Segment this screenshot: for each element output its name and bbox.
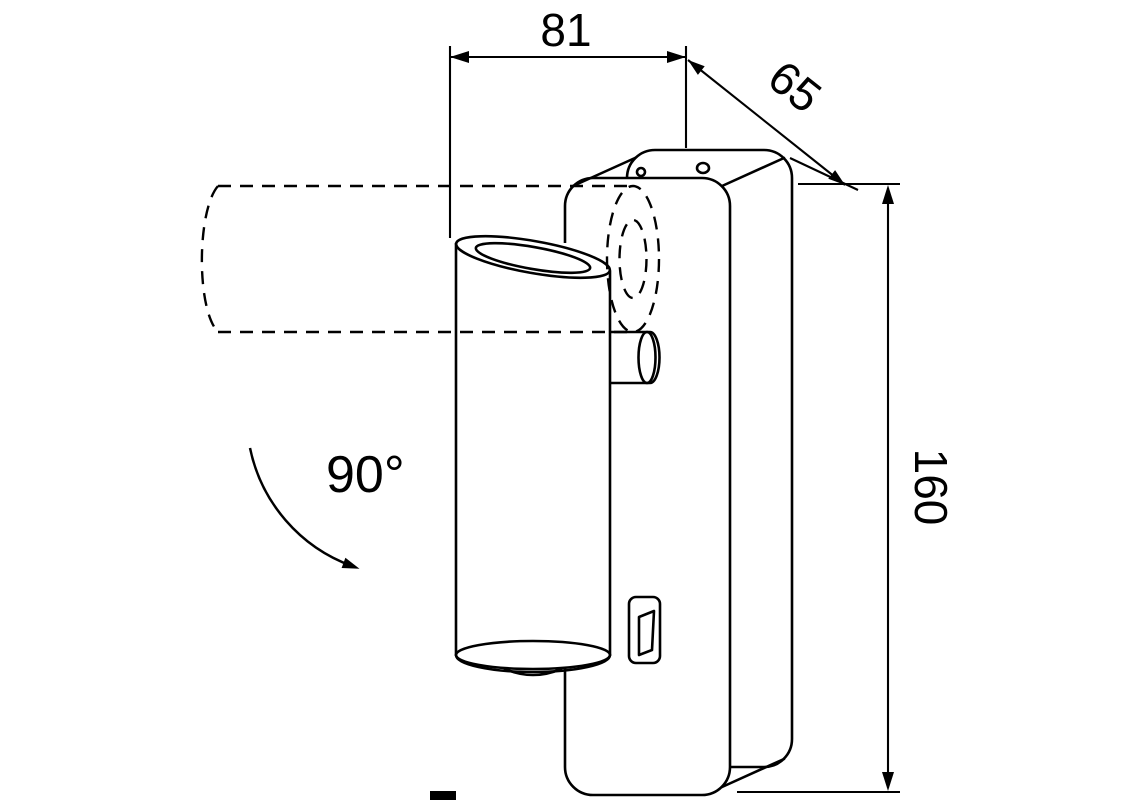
lamp-head-bottom-lens-arc <box>503 667 563 677</box>
body-edge-bottom-right <box>720 757 786 789</box>
width-arrow-left-icon <box>450 51 469 63</box>
height-arrow-top-icon <box>882 185 894 204</box>
dimension-height: 160 <box>737 182 957 794</box>
lamp-head-cylinder <box>454 234 612 677</box>
pivot-knob-face <box>637 330 657 385</box>
phantom-inner-rim <box>618 218 648 300</box>
pivot-knob-body <box>598 330 661 385</box>
height-arrow-bottom-icon <box>882 772 894 791</box>
rotation-arc <box>248 447 353 568</box>
pivot-knob <box>598 330 661 385</box>
switch-lever <box>637 609 656 657</box>
body-edge-top-left <box>571 156 637 188</box>
depth-arrow-lower-icon <box>828 170 845 185</box>
phantom-rotated-head <box>200 184 661 334</box>
depth-arrow-upper-icon <box>688 60 705 75</box>
rotation-annotation: 90° <box>248 446 405 569</box>
depth-extension-line <box>789 157 859 191</box>
lamp-head-bottom-cap <box>454 639 612 671</box>
toggle-switch <box>627 595 662 665</box>
rotation-arrow-icon <box>341 557 360 569</box>
dimension-width: 81 <box>448 4 688 238</box>
lamp-head-silhouette <box>456 243 610 655</box>
body-edge-top-right <box>720 156 786 188</box>
depth-dimension-line <box>687 59 846 186</box>
width-dimension-label: 81 <box>540 4 591 56</box>
lamp-head-inner-rim <box>474 241 592 275</box>
width-arrow-right-icon <box>667 51 686 63</box>
bottom-crop-mark <box>430 791 456 800</box>
lamp-head-bottom-rim <box>454 653 612 674</box>
phantom-base-rim <box>605 184 661 334</box>
rotation-angle-label: 90° <box>326 446 405 504</box>
phantom-end-cap <box>200 185 219 333</box>
pivot-hole <box>635 166 647 178</box>
screw-hole <box>695 161 711 175</box>
depth-dimension-label: 65 <box>759 50 831 123</box>
height-dimension-label: 160 <box>905 449 957 526</box>
